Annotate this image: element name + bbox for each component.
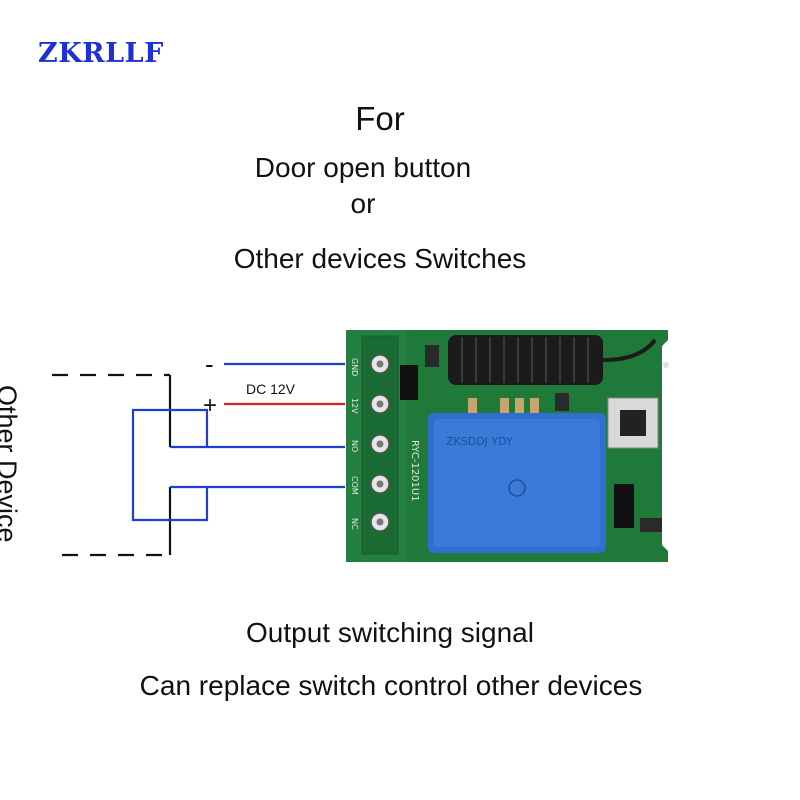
relay-board: GND 12V NO COM NC RYC-1201U1 <box>346 330 669 562</box>
pin-label-12v: 12V <box>350 398 359 414</box>
heading-for: For <box>355 100 405 137</box>
heading-other-devices: Other devices Switches <box>233 243 527 274</box>
heading-door-open-button: Door open button <box>254 152 472 183</box>
relay-marking: ZKSDDJ YDY <box>446 435 513 448</box>
plus-sign: + <box>203 392 217 419</box>
relay-block: ZKSDDJ YDY <box>428 413 606 553</box>
footer-output-signal: Output switching signal <box>246 617 534 648</box>
device-loop-wires <box>131 408 345 522</box>
board-model-label: RYC-1201U1 <box>409 440 420 502</box>
pin-label-com: COM <box>350 476 359 495</box>
footer-replace-switch: Can replace switch control other devices <box>139 670 643 701</box>
dc-12v-label: DC 12V <box>246 381 296 397</box>
other-device-outline <box>52 373 172 557</box>
pin-label-no: NO <box>350 440 359 452</box>
pin-label-nc: NC <box>350 518 359 530</box>
tactile-button <box>607 397 659 449</box>
minus-sign: - <box>205 349 214 379</box>
screw-terminals <box>370 354 390 532</box>
pin-label-gnd: GND <box>350 358 359 376</box>
heading-or: or <box>350 188 376 219</box>
brand-logo: ZKRLLF <box>38 38 164 69</box>
antenna-coil <box>448 335 657 385</box>
